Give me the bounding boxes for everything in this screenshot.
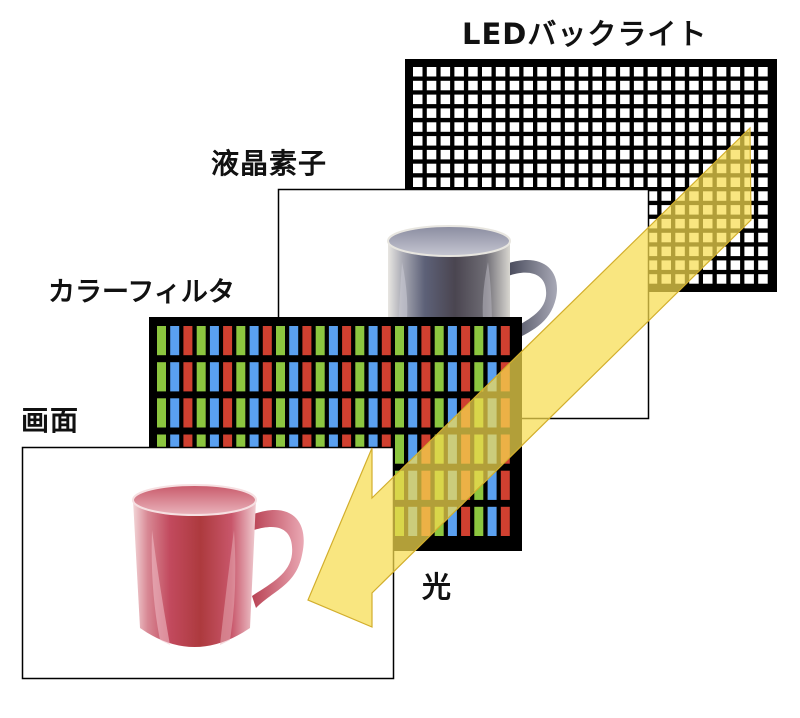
led-backlight-label: LEDバックライト [462,17,708,51]
light-label: 光 [422,570,452,604]
screen-label: 画面 [21,404,80,437]
gray-mug-image [387,225,557,342]
color-filter-label: カラーフィルタ [48,277,235,308]
red-mug-image [132,484,304,647]
liquid-crystal-label: 液晶素子 [211,147,328,180]
light-arrow [307,126,752,628]
